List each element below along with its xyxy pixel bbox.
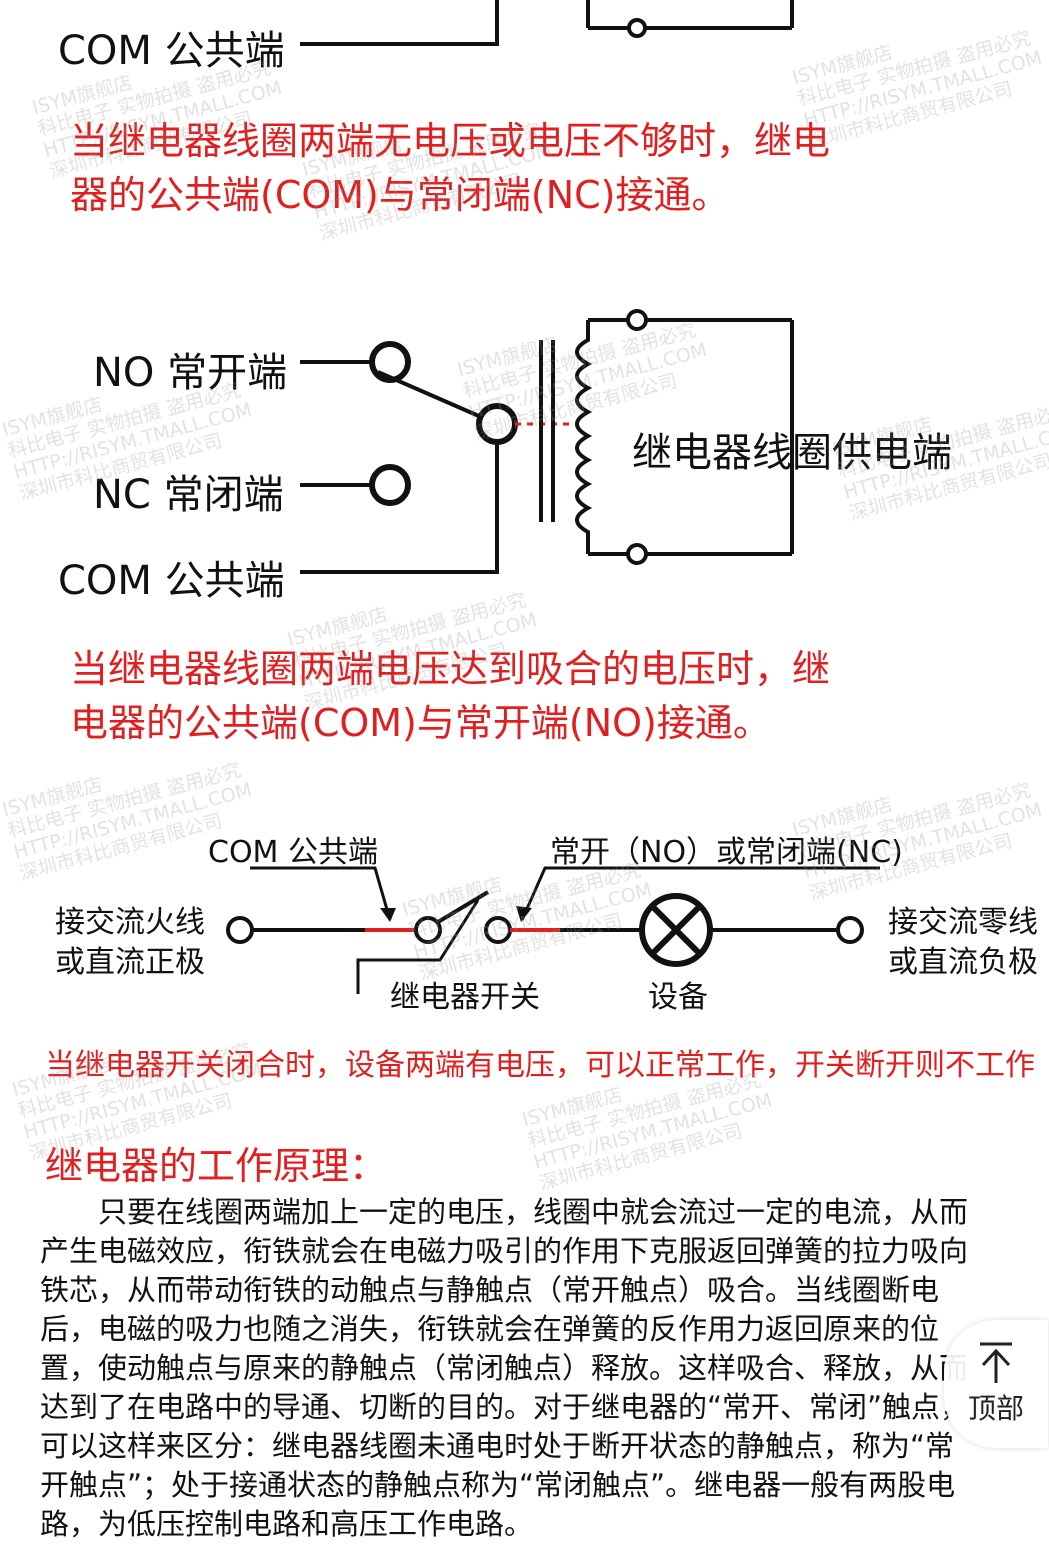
nc-terminal	[369, 464, 411, 506]
coil-terminal-bottom	[626, 543, 648, 565]
principle-text: 只要在线圈两端加上一定的电压，线圈中就会流过一定的电流，从而产生电磁效应，衔铁就…	[40, 1195, 970, 1541]
device-label: 设备	[648, 980, 708, 1015]
armature-pivot	[476, 403, 518, 445]
back-to-top-label: 顶部	[967, 1392, 1024, 1425]
com-pointer	[250, 866, 392, 921]
relay-diagram-nc-partial	[300, 0, 794, 46]
left-source-line-1: 接交流火线	[55, 905, 205, 940]
coil-terminal	[627, 18, 647, 38]
relay-diagram-no	[300, 309, 794, 574]
right-source-line-1: 接交流零线	[888, 905, 1038, 940]
switch-circuit-diagram	[226, 866, 880, 994]
switch-blade	[436, 890, 490, 924]
switch-no-contact	[484, 916, 512, 944]
no-terminal	[369, 341, 411, 383]
switch-com-contact	[414, 916, 442, 944]
back-to-top-button[interactable]: 顶部	[944, 1320, 1048, 1448]
lamp-cross-2	[649, 903, 703, 957]
caption-2-line-2: 电器的公共端(COM)与常开端(NO)接通。	[70, 701, 771, 745]
left-terminal	[226, 916, 254, 944]
nc-label: NC 常闭端	[93, 472, 284, 518]
no-nc-pointer-arrowhead	[516, 906, 532, 922]
switch-no-nc-label: 常开（NO）或常闭端(NC)	[550, 835, 903, 870]
caption-1-line-2: 器的公共端(COM)与常闭端(NC)接通。	[70, 173, 730, 217]
caption-3: 当继电器开关闭合时，设备两端有电压，可以正常工作，开关断开则不工作	[45, 1048, 1035, 1083]
caption-2-line-1: 当继电器线圈两端电压达到吸合的电压时，继	[70, 647, 831, 691]
left-source-line-2: 或直流正极	[55, 945, 205, 980]
com-pointer-arrowhead	[380, 908, 396, 922]
armature-contact	[377, 370, 489, 422]
right-terminal	[836, 916, 864, 944]
arrow-up-icon	[980, 1342, 1012, 1383]
caption-1-line-1: 当继电器线圈两端无电压或电压不够时，继电	[70, 119, 831, 163]
coil-winding	[575, 320, 593, 554]
coil-terminal-top	[626, 309, 648, 331]
com-label-1: COM 公共端	[58, 28, 285, 74]
no-label: NO 常开端	[93, 350, 288, 396]
relay-switch-label: 继电器开关	[390, 980, 540, 1015]
com-label-2: COM 公共端	[58, 558, 285, 604]
switch-com-label: COM 公共端	[208, 835, 378, 870]
principle-paragraph: 只要在线圈两端加上一定的电压，线圈中就会流过一定的电流，从而产生电磁效应，衔铁就…	[40, 1193, 980, 1544]
section-heading: 继电器的工作原理：	[45, 1144, 388, 1188]
no-nc-pointer	[520, 866, 880, 921]
switch-pointer	[356, 899, 480, 994]
right-source-line-2: 或直流负极	[888, 945, 1038, 980]
